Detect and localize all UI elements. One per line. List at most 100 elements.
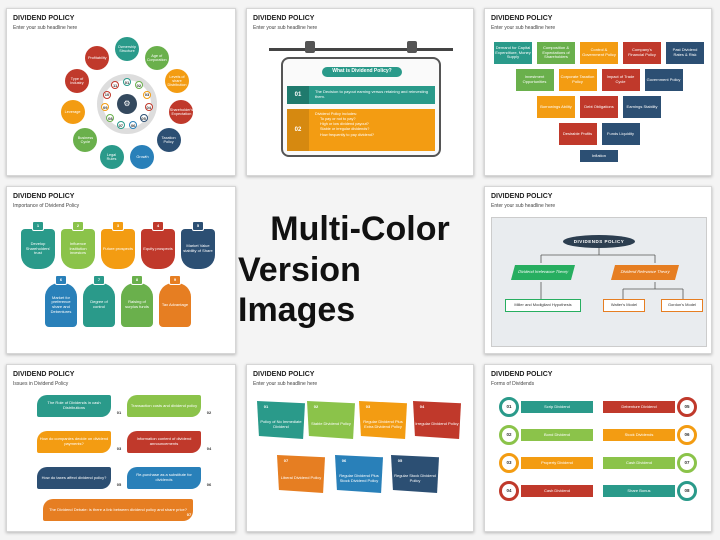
point-2-bullet: How frequently to pay dividend? [320, 132, 375, 137]
hanger-bar [269, 48, 453, 51]
tree-root: DIVIDENDS POLICY [563, 235, 635, 248]
issue-box: Re-purchase as a substitute for dividend… [127, 467, 201, 489]
form-bar: Bond Dividend [521, 429, 593, 441]
form-bar: Scrip Dividend [521, 401, 593, 413]
importance-shape: Tax Advantage [159, 283, 191, 327]
point-2-number: 02 [287, 109, 309, 151]
point-2-heading: Dividend Policy includes: [315, 112, 357, 116]
slide-subtitle: Enter your sub headline here [253, 381, 318, 387]
factor-bubble: Taxation Policy [156, 128, 181, 153]
issue-box: Information content of dividend announce… [127, 431, 201, 453]
center-heading: Multi-Color Version Images [238, 190, 482, 350]
issue-number: 07 [186, 511, 192, 517]
policy-card: Regular Stock Dividend Policy [391, 455, 439, 493]
factor-box: Past Dividend Rates & Risk [665, 41, 705, 65]
factor-number: 11 [111, 81, 120, 90]
factor-box: Investment Opportunities [514, 68, 555, 92]
importance-number: 7 [93, 275, 105, 285]
form-number-circle: 02 [499, 425, 519, 445]
tree-right-branch: Dividend Relevance Theory [610, 265, 680, 280]
importance-number: 9 [169, 275, 181, 285]
importance-shape: Equity prospects [141, 229, 175, 269]
factor-box: Control & Government Policy [579, 41, 619, 65]
factor-number: 04 [144, 103, 153, 112]
slide-subtitle: Enter your sub headline here [13, 25, 78, 31]
factor-box: Composition & Expectations of Shareholde… [536, 41, 576, 65]
policy-number: 07 [283, 458, 289, 464]
importance-number: 1 [32, 221, 44, 231]
slide-thumbnail-1[interactable]: DIVIDEND POLICY Enter your sub headline … [6, 8, 236, 176]
factor-bubble: Profitability [85, 45, 110, 70]
point-1-text: The Decision to payout earning versus re… [309, 86, 435, 104]
factor-box: Desirable Profits [557, 122, 598, 146]
slide-thumbnail-4[interactable]: DIVIDEND POLICY Importance of Dividend P… [6, 186, 236, 354]
factor-box: Debt Obligations [579, 95, 619, 119]
factor-box: Earnings Stability [622, 95, 662, 119]
factor-bubble: Ownership Structure [115, 37, 139, 61]
importance-shape: Raising of surplus funds [121, 283, 153, 327]
issue-box: How do companies decide on dividend paym… [37, 431, 111, 453]
form-number-circle: 06 [677, 425, 697, 445]
factor-box: Government Policy [643, 68, 684, 92]
tree-area [491, 217, 707, 347]
importance-number: 5 [192, 221, 204, 231]
factor-bubble: Leverage [60, 99, 85, 124]
slide-subtitle: Enter your sub headline here [253, 25, 318, 31]
slide-thumbnail-6[interactable]: DIVIDEND POLICY Issues in Dividend Polic… [6, 364, 236, 532]
issue-box: The Dividend Debate: is there a link bet… [43, 499, 193, 521]
factor-number: 05 [139, 114, 148, 123]
form-bar: Cash Dividend [521, 485, 593, 497]
factor-bubble: Business Cycle [73, 128, 98, 153]
factor-bubble: Growth [130, 144, 155, 169]
slide-thumbnail-7[interactable]: DIVIDEND POLICY Enter your sub headline … [246, 364, 474, 532]
factor-box: Impact of Trade Cycle [600, 68, 641, 92]
tree-leaf-2: Walter's Model [603, 299, 645, 312]
factor-bubble: Type of Industry [64, 69, 89, 94]
point-2-box: Dividend Policy includes: To pay or not … [309, 109, 435, 151]
factor-number: 01 [123, 78, 131, 86]
factor-box: Company's Financial Policy [622, 41, 662, 65]
importance-number: 2 [72, 221, 84, 231]
factor-number: 07 [116, 121, 125, 130]
point-2-bullet: To pay or not to pay? [320, 117, 356, 122]
issue-number: 04 [206, 445, 212, 451]
policy-card: Regular Dividend Plus Extra Dividend Pol… [359, 401, 407, 439]
slide-thumbnail-3[interactable]: DIVIDEND POLICY Enter your sub headline … [484, 8, 712, 176]
form-bar: Stock Dividends [603, 429, 675, 441]
importance-shape: Market for preference share and Debentur… [45, 283, 77, 327]
slide-title: DIVIDEND POLICY [253, 371, 315, 378]
policy-number: 05 [397, 458, 403, 464]
factor-bubble: Age of Corporation [144, 45, 169, 70]
policy-card: Regular Dividend Plus Stock Dividend Pol… [335, 455, 383, 493]
issue-box: The Role of Dividends in cash Distributi… [37, 395, 111, 417]
factor-number: 09 [101, 103, 110, 112]
factor-box: Funds Liquidity [600, 122, 641, 146]
factor-number: 03 [143, 90, 151, 99]
slide-title: DIVIDEND POLICY [491, 371, 553, 378]
slide-thumbnail-5[interactable]: DIVIDEND POLICY Enter your sub headline … [484, 186, 712, 354]
importance-number: 8 [131, 275, 143, 285]
slide-title: DIVIDEND POLICY [13, 193, 75, 200]
board-header: What is Dividend Policy? [322, 67, 402, 77]
factor-bubble: Levels of share Distribution [165, 69, 190, 94]
policy-number: 06 [341, 458, 347, 464]
slide-subtitle: Enter your sub headline here [491, 203, 556, 209]
slide-subtitle: Importance of Dividend Policy [13, 203, 80, 209]
policy-number: 02 [313, 404, 319, 410]
slide-thumbnail-2[interactable]: DIVIDEND POLICY Enter your sub headline … [246, 8, 474, 176]
factor-pyramid: Demand for Capital Expenditure, Money Su… [485, 9, 711, 175]
hanger-right [407, 41, 417, 53]
importance-shape: Influence Institution investors [61, 229, 95, 269]
policy-card: Irregular Dividend Policy [413, 401, 461, 439]
factor-bubble: Legal Rules [99, 144, 124, 169]
importance-shape: Degree of control [83, 283, 115, 327]
factor-box: Corporate Taxation Policy [557, 68, 598, 92]
factor-box: Demand for Capital Expenditure, Money Su… [493, 41, 533, 65]
point-2-bullet: Stable or irregular dividends? [320, 127, 370, 132]
form-number-circle: 08 [677, 481, 697, 501]
issue-number: 01 [116, 409, 122, 415]
